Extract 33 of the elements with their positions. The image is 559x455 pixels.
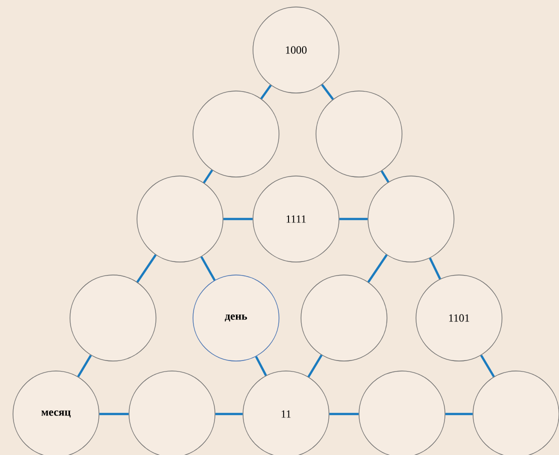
empty-circle <box>358 370 446 455</box>
connector-line <box>255 356 267 376</box>
connector-line <box>200 256 216 281</box>
connector-line <box>329 412 359 416</box>
empty-circle <box>368 176 454 262</box>
empty-circle <box>472 370 559 455</box>
circle-node: 1101 <box>416 274 502 362</box>
connector-line <box>99 412 129 416</box>
connector-line <box>445 412 473 416</box>
connector-line <box>215 412 243 416</box>
empty-circle <box>70 274 156 362</box>
connector-line <box>480 354 495 378</box>
connector-line <box>380 170 390 183</box>
circle-node: 1000 <box>252 6 340 94</box>
connector-line <box>307 354 323 378</box>
connector-line <box>321 84 334 100</box>
circle-node: 11 <box>242 370 330 455</box>
connector-line <box>367 254 388 283</box>
empty-circle <box>128 370 216 455</box>
circle-node: день <box>192 274 280 362</box>
empty-circle <box>192 90 280 178</box>
circle-node: 1111 <box>252 176 340 262</box>
empty-circle <box>300 274 388 362</box>
connector-line <box>77 354 92 378</box>
connector-line <box>223 218 253 220</box>
empty-circle <box>136 176 224 262</box>
connector-line <box>339 218 368 220</box>
connector-line <box>136 254 157 283</box>
connector-line <box>202 170 214 184</box>
empty-circle <box>316 90 402 178</box>
circle-node: месяц <box>12 370 100 455</box>
connector-line <box>260 84 272 100</box>
connector-line <box>428 258 442 280</box>
